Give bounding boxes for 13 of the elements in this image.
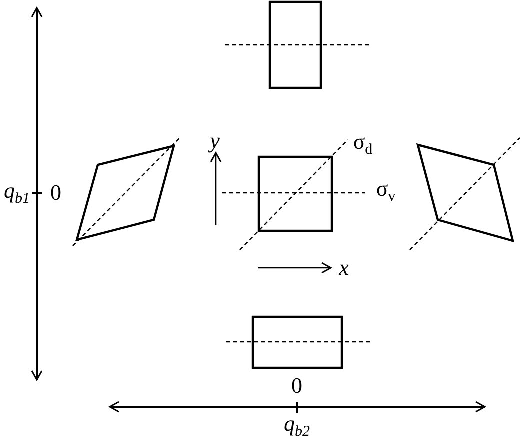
symmetry-label: σ$_{d}$ [353, 130, 373, 160]
parallelogram [416, 143, 515, 243]
square [258, 156, 334, 232]
symmetry-label: σ$_{v}$ [376, 178, 396, 208]
rectangle [252, 316, 344, 370]
axis-label: x [339, 257, 349, 279]
parallelogram [75, 144, 176, 242]
axis-label: q$_{b2}$ [284, 412, 310, 441]
rectangle [268, 0, 322, 90]
axis-label: q$_{b1}$ [4, 180, 30, 210]
tick-label: 0 [50, 182, 62, 204]
axis-label: y [210, 130, 220, 152]
tick-label: 0 [292, 375, 302, 397]
